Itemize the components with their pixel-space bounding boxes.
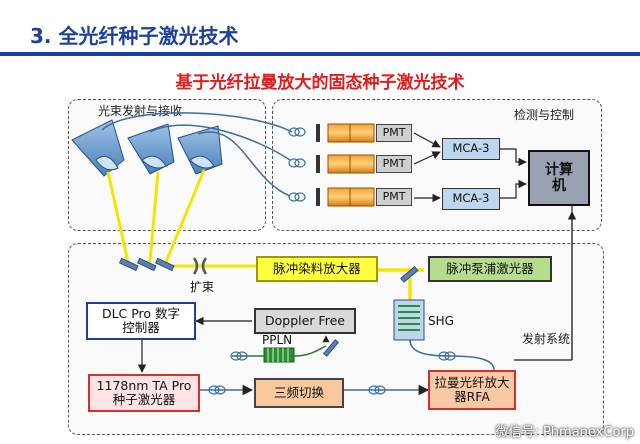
telescope-icon xyxy=(177,125,223,175)
pmt-detector: PMT xyxy=(376,188,412,206)
pulsed-dye-amplifier: 脉冲染料放大器 xyxy=(256,256,378,282)
mirror-icon xyxy=(322,339,340,357)
pmt-detector: PMT xyxy=(376,124,412,142)
slide-title: 3. 全光纤种子激光技术 xyxy=(30,24,239,48)
dlc-pro-label: DLC Pro 数字 控制器 xyxy=(101,305,181,335)
wechat-watermark: 微信号: PhmanexCorp xyxy=(495,425,634,440)
beam-expander-label: 扩束 xyxy=(190,280,215,294)
filter-tube-icon xyxy=(316,123,375,143)
title-rule xyxy=(0,52,640,56)
pulsed-pump-laser: 脉冲泵浦激光器 xyxy=(428,256,552,282)
transceive-region-label: 光束发射与接收 xyxy=(98,104,183,118)
shg-crystal-icon xyxy=(393,299,425,341)
fiber-coil-icon xyxy=(288,127,306,202)
shg-label: SHG xyxy=(428,314,454,328)
diagram-subtitle: 基于光纤拉曼放大的固态种子激光技术 xyxy=(175,73,465,93)
filter-tube-icon xyxy=(316,187,375,207)
doppler-free-box: Doppler Free xyxy=(254,308,356,334)
mirror-icon xyxy=(154,257,175,272)
computer-label: 计算 机 xyxy=(545,161,573,194)
ppln-label: PPLN xyxy=(262,333,293,347)
telescope-icon xyxy=(127,123,175,175)
telescope-icon xyxy=(71,119,125,177)
ppln-crystal-icon xyxy=(263,347,295,363)
fiber-coil-icon xyxy=(208,351,456,395)
beam-expander-icon xyxy=(192,257,208,275)
computer-box: 计算 机 xyxy=(528,150,590,206)
pmt-detector: PMT xyxy=(376,155,412,173)
mirror-icon xyxy=(136,257,157,272)
mca-counter: MCA-3 xyxy=(442,188,500,210)
dlc-pro-controller: DLC Pro 数字 控制器 xyxy=(86,302,196,340)
launch-system-region-label: 发射系统 xyxy=(522,332,571,346)
ta-pro-label: 1178nm TA Pro 种子激光器 xyxy=(96,377,192,407)
mirror-icon xyxy=(118,257,139,272)
raman-amplifier-label: 拉曼光纤放大 器RFA xyxy=(434,374,510,404)
tri-frequency-switch: 三频切换 xyxy=(254,378,344,408)
ta-pro-seed-laser: 1178nm TA Pro 种子激光器 xyxy=(88,374,200,412)
detect-control-region-label: 检测与控制 xyxy=(514,108,575,122)
filter-tube-icon xyxy=(316,154,375,174)
mca-counter: MCA-3 xyxy=(442,138,500,160)
raman-fiber-amplifier: 拉曼光纤放大 器RFA xyxy=(428,370,516,410)
mirror-icon xyxy=(400,265,419,283)
